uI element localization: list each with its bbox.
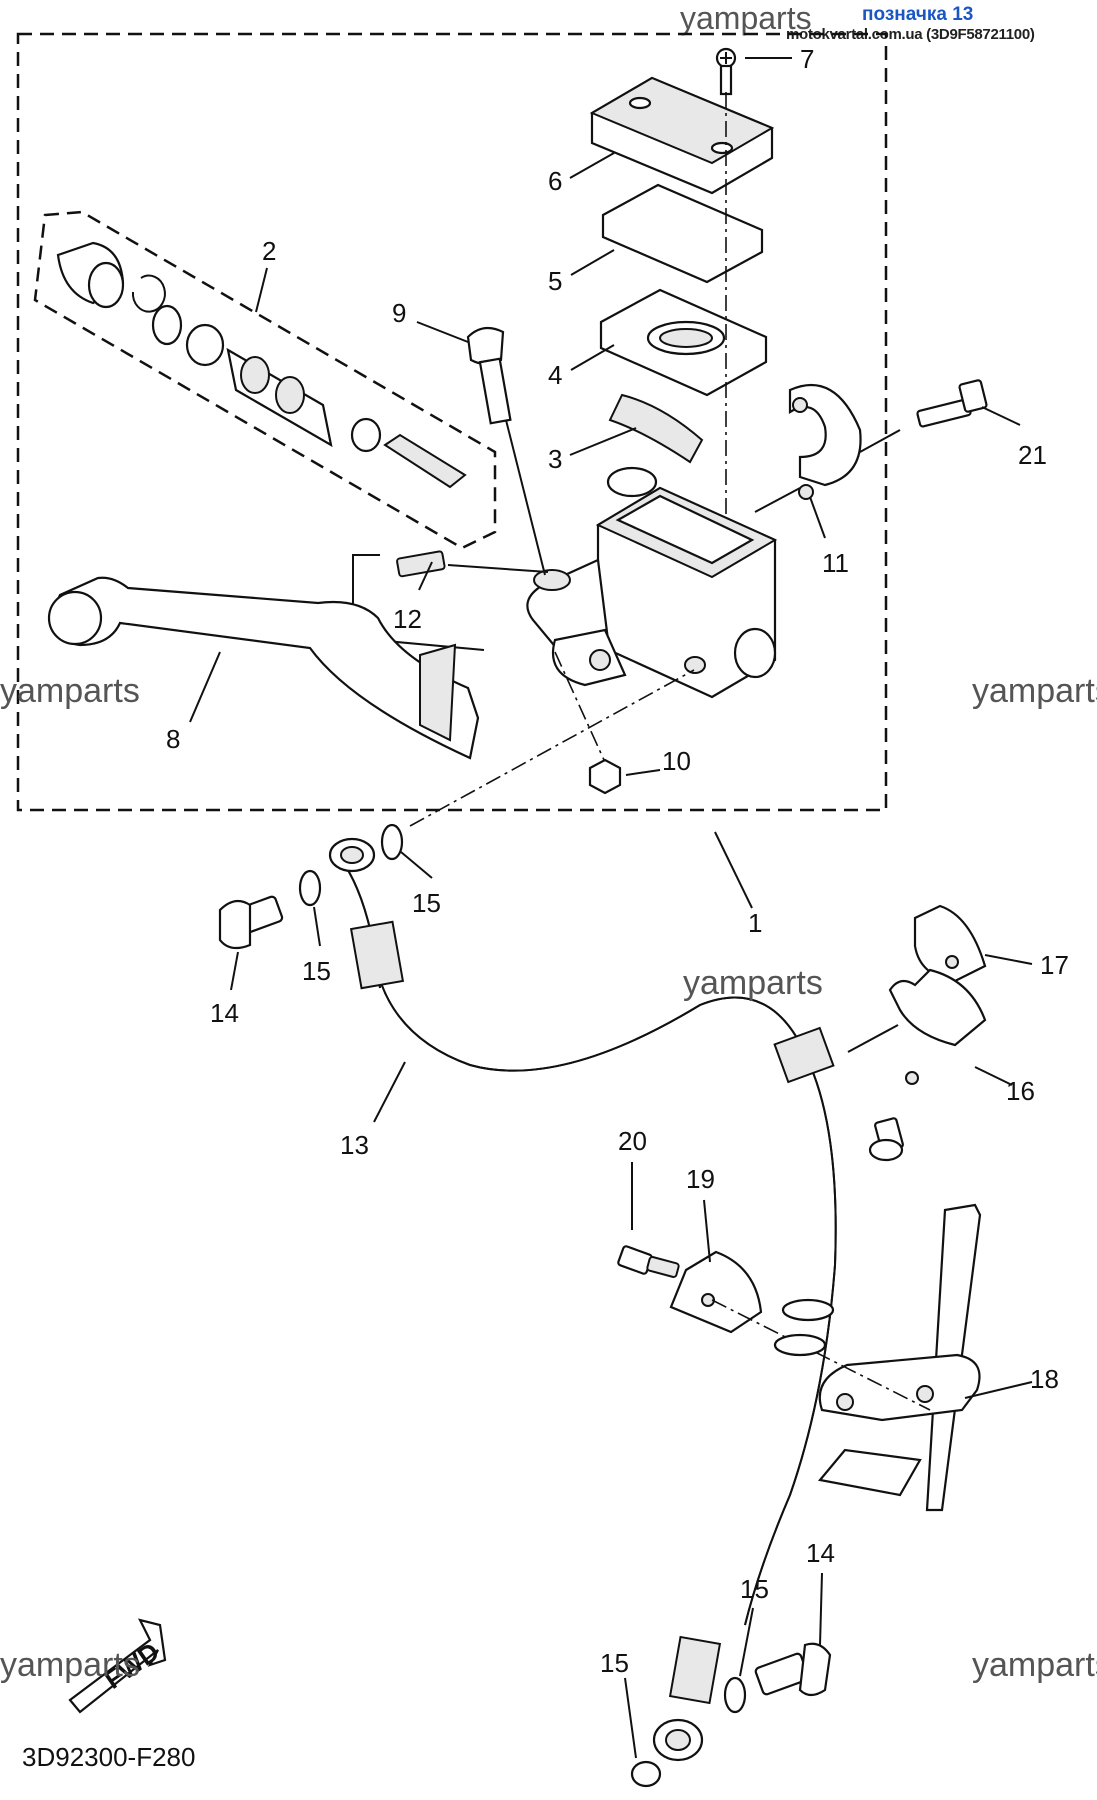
hose-clip <box>669 1250 763 1334</box>
banjo-bolt-upper <box>218 895 284 950</box>
callout-15-lower-right: 15 <box>740 1574 769 1604</box>
callout-2: 2 <box>262 236 276 266</box>
callout-20: 20 <box>618 1126 647 1156</box>
callout-10: 10 <box>662 746 691 776</box>
piston-kit-boundary <box>33 210 497 550</box>
callout-17: 17 <box>1040 950 1069 980</box>
watermark-center: yamparts <box>683 964 823 1002</box>
callout-3: 3 <box>548 444 562 474</box>
diagram-code: 3D92300-F280 <box>22 1742 195 1772</box>
brake-hose <box>328 837 837 1762</box>
watermark-right-bottom: yamparts <box>972 1646 1097 1684</box>
pivot-bolt <box>466 326 512 425</box>
callout-18: 18 <box>1030 1364 1059 1394</box>
callout-15-upper-left: 15 <box>302 956 331 986</box>
callout-19: 19 <box>686 1164 715 1194</box>
callout-21: 21 <box>1018 440 1047 470</box>
watermark-left-mid: yamparts <box>0 672 140 710</box>
callout-5: 5 <box>548 266 562 296</box>
ref-label: позначка 13 <box>862 4 974 25</box>
site-watermark-top: yamparts <box>680 0 812 36</box>
callout-15-upper-right: 15 <box>412 888 441 918</box>
callout-14-lower: 14 <box>806 1538 835 1568</box>
washer-15a <box>298 869 322 907</box>
callout-13: 13 <box>340 1130 369 1160</box>
reservoir-cap <box>589 76 775 195</box>
callout-12: 12 <box>393 604 422 634</box>
callout-6: 6 <box>548 166 562 196</box>
callout-16: 16 <box>1006 1076 1035 1106</box>
brake-lever <box>47 576 480 760</box>
master-cylinder-body <box>526 466 778 699</box>
hose-bracket <box>817 1203 982 1512</box>
hose-guide-upper <box>913 904 987 983</box>
clip-bolt <box>617 1245 680 1278</box>
callout-4: 4 <box>548 360 562 390</box>
piston-kit <box>56 241 467 489</box>
handlebar-clamp <box>788 383 862 500</box>
washer-15c <box>723 1676 747 1714</box>
source-text: motokvartal.com.ua (3D9F58721100) <box>786 26 1035 43</box>
diaphragm <box>599 288 768 397</box>
lever-spring <box>396 550 446 578</box>
hose-guide-lower <box>888 968 987 1085</box>
banjo-bolt-lower <box>754 1642 832 1697</box>
watermark-left-bottom: yamparts <box>0 1646 140 1684</box>
float-plate <box>608 393 704 464</box>
callout-15-lower-left: 15 <box>600 1648 629 1678</box>
callout-14-upper: 14 <box>210 998 239 1028</box>
callout-7: 7 <box>800 44 814 74</box>
callout-8: 8 <box>166 724 180 754</box>
callout-1: 1 <box>748 908 762 938</box>
watermark-right-mid: yamparts <box>972 672 1097 710</box>
cap-screw <box>715 47 737 96</box>
pivot-nut <box>588 758 622 795</box>
callout-11: 11 <box>822 548 849 578</box>
clamp-bolt <box>916 379 988 428</box>
washer-15b <box>380 823 404 861</box>
guide-bolt <box>868 1117 904 1162</box>
washer-15d <box>630 1760 662 1788</box>
callout-9: 9 <box>392 298 406 328</box>
assembly-boundary <box>16 32 888 812</box>
